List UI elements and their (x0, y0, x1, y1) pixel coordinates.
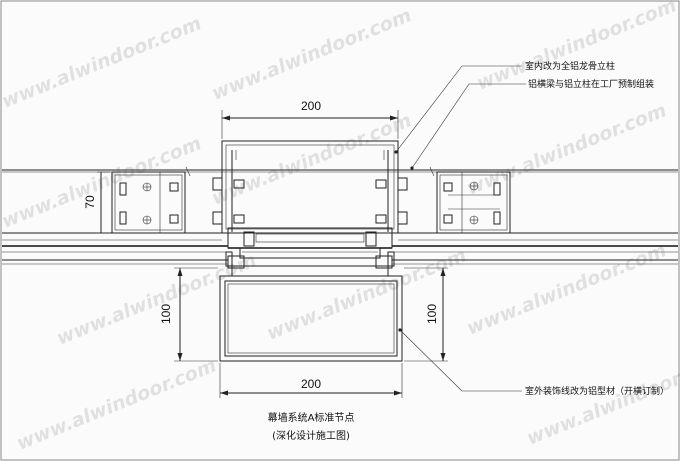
watermark: www.alwindoor.com (464, 239, 670, 339)
left-transom (111, 171, 186, 234)
watermark: www.alwindoor.com (209, 4, 415, 104)
aluminum-mullion (212, 140, 408, 234)
dimension-right-height: 100 (425, 304, 439, 324)
dimension-bottom-width: 200 (301, 377, 321, 391)
callout-transom-prefab: 铝横梁与铝立柱在工厂预制组装 (528, 78, 654, 90)
dimension-left-height: 100 (159, 304, 173, 324)
right-transom (436, 171, 511, 234)
drawing-title: 幕墙系统A标准节点 (268, 411, 355, 424)
exterior-decorative-profile (219, 275, 403, 362)
watermark: www.alwindoor.com (464, 99, 670, 199)
watermark: www.alwindoor.com (264, 244, 470, 344)
section-break-lines (185, 166, 435, 177)
dimension-top-width: 200 (301, 99, 321, 113)
drawing-subtitle: (深化设计施工图) (272, 429, 350, 442)
watermark: www.alwindoor.com (0, 12, 205, 112)
wall-band (2, 169, 678, 265)
callout-leaders (394, 65, 526, 392)
dimension-small-height: 70 (83, 195, 97, 209)
watermark: www.alwindoor.com (524, 349, 680, 449)
watermark: www.alwindoor.com (0, 132, 205, 232)
callout-exterior-profile: 室外装饰线改为铝型材（开横订制） (525, 385, 669, 397)
watermark: www.alwindoor.com (14, 354, 220, 454)
watermark: www.alwindoor.com (54, 249, 260, 349)
callout-interior-mullion: 室内改为全铝龙骨立柱 (525, 60, 615, 72)
glazing-joint (225, 227, 395, 277)
dimension-lines (97, 110, 448, 398)
